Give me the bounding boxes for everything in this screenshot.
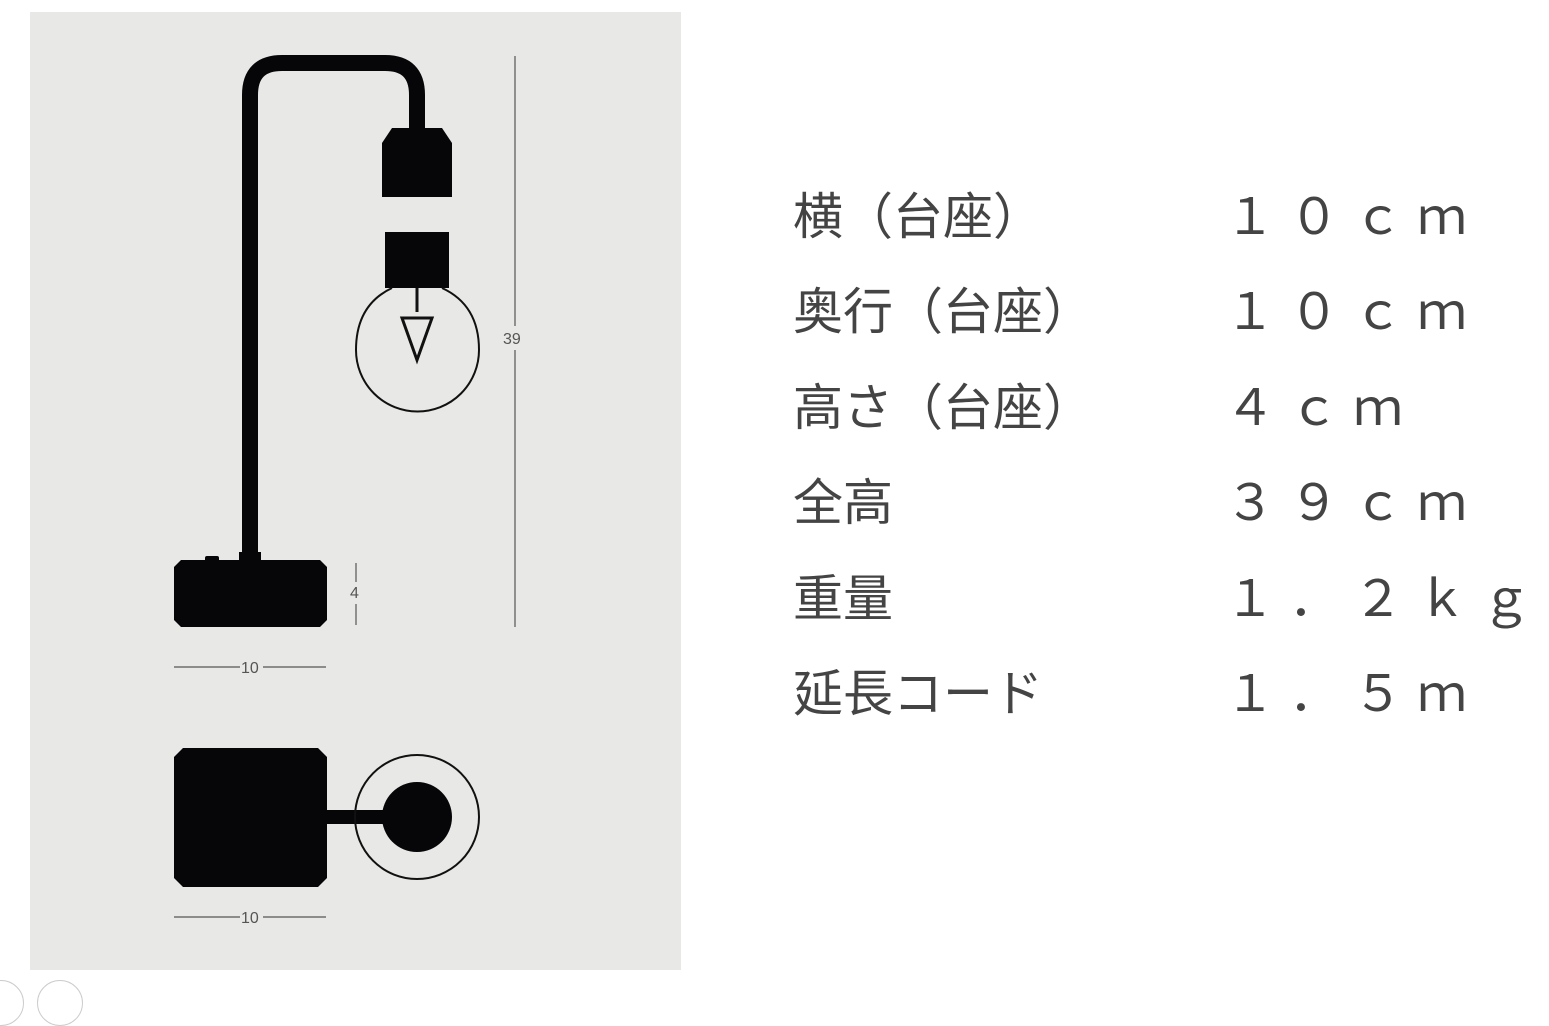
bulb-cap (385, 232, 449, 288)
bulb-filament (399, 288, 435, 365)
top-width-dimension: 10 (174, 910, 326, 927)
spec-value: １．５ｍ (1225, 665, 1481, 724)
spec-value: ３９ｃｍ (1225, 474, 1481, 533)
spec-value: ４ｃｍ (1225, 378, 1417, 437)
spec-label: 全高 (793, 474, 893, 533)
base-width-dimension: 10 (174, 660, 326, 677)
spec-row-base-height: 高さ（台座） ４ｃｍ (793, 356, 1545, 452)
lamp-base-top (174, 748, 327, 887)
lamp-base-side (174, 560, 327, 627)
spec-value: １．２ｋｇ (1225, 569, 1545, 628)
spec-label: 高さ（台座） (793, 378, 1093, 437)
spec-row-total-height: 全高 ３９ｃｍ (793, 452, 1545, 548)
spec-row-weight: 重量 １．２ｋｇ (793, 547, 1545, 643)
height-dimension: 39 (503, 56, 521, 627)
bulb-top (382, 782, 452, 852)
spec-label: 奥行（台座） (793, 283, 1093, 342)
spec-value: １０ｃｍ (1225, 187, 1481, 246)
height-dim-label: 39 (503, 331, 521, 348)
shade-outline-top (354, 754, 480, 880)
top-width-dim-label: 10 (241, 910, 259, 927)
lamp-dimension-diagram: 39 4 10 10 (174, 55, 521, 927)
carousel-next-button[interactable] (37, 980, 83, 1026)
base-height-dim-label: 4 (350, 585, 359, 602)
spec-table: 横（台座） １０ｃｍ 奥行（台座） １０ｃｍ 高さ（台座） ４ｃｍ 全高 ３９ｃｍ 重量… (793, 165, 1545, 738)
base-height-dimension: 4 (350, 563, 359, 625)
spec-label: 重量 (793, 569, 893, 628)
spec-row-depth: 奥行（台座） １０ｃｍ (793, 261, 1545, 357)
lamp-socket (382, 128, 452, 197)
lamp-arm (242, 55, 425, 560)
spec-value: １０ｃｍ (1225, 283, 1481, 342)
spec-row-width: 横（台座） １０ｃｍ (793, 165, 1545, 261)
spec-label: 延長コード (793, 665, 1043, 724)
spec-label: 横（台座） (793, 187, 1043, 246)
spec-row-cord: 延長コード １．５ｍ (793, 643, 1545, 739)
bulb-glass (354, 287, 481, 413)
base-width-dim-label: 10 (241, 660, 259, 677)
